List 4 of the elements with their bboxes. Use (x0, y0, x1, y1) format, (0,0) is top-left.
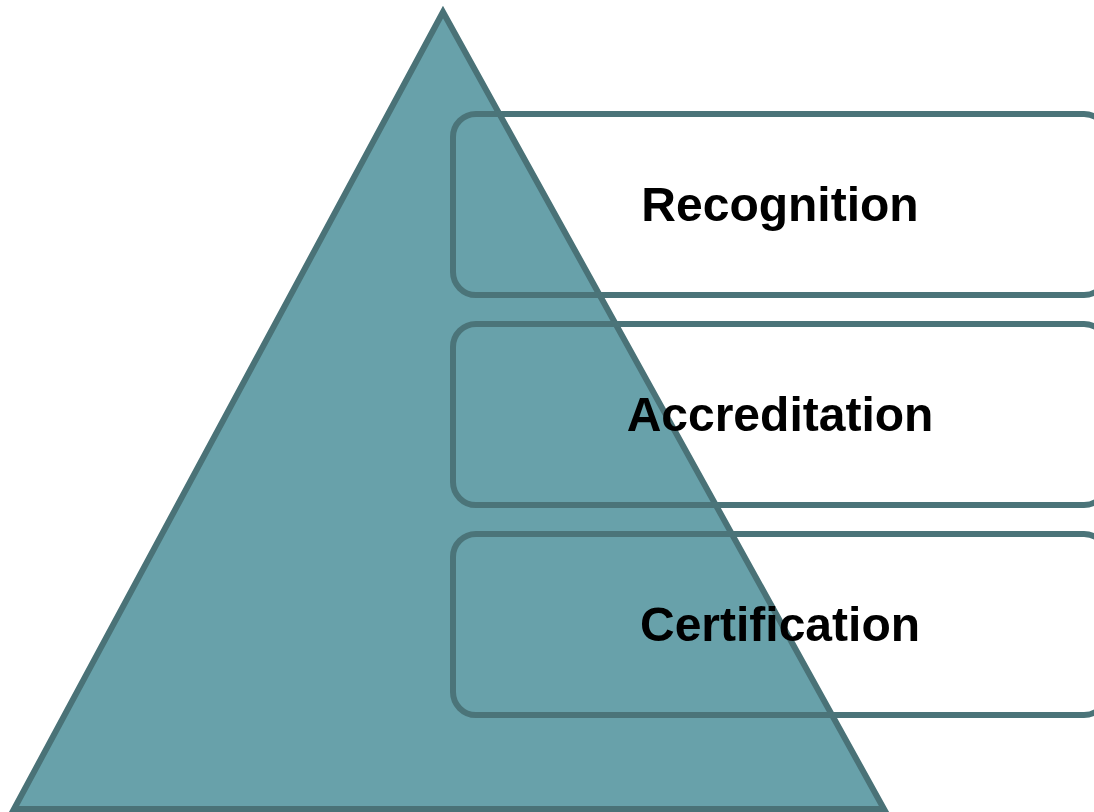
level-label: Recognition (641, 177, 919, 232)
level-box (450, 111, 1094, 298)
level-box (450, 531, 1094, 718)
level-box (450, 321, 1094, 508)
